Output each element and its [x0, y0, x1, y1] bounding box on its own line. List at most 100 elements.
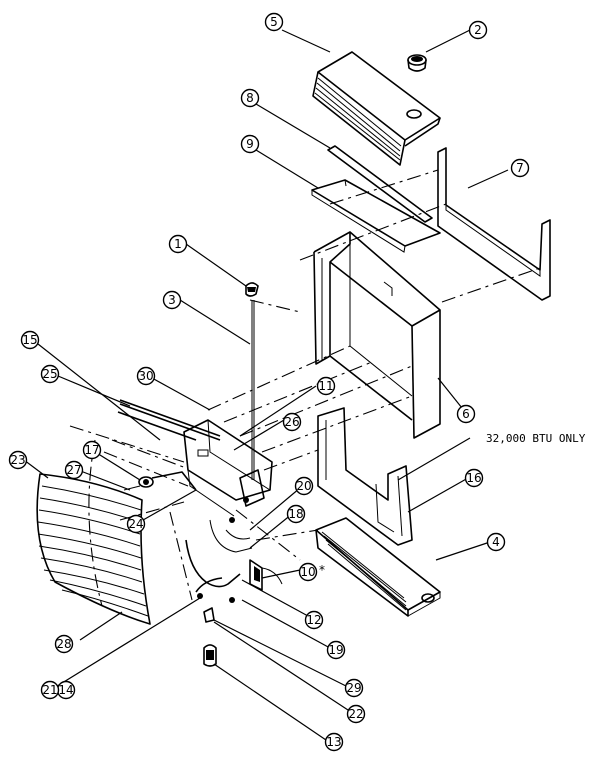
callout-circle: [136, 366, 156, 386]
part-26-control-bracket: [183, 419, 273, 517]
part-15-rod: [119, 399, 221, 441]
callout-circle: [264, 12, 284, 32]
callout-label: 19: [328, 643, 343, 657]
callout-label: 23: [10, 453, 25, 467]
callout-19: 19: [326, 640, 346, 660]
callout-label: 2: [474, 23, 482, 37]
callout-label: 3: [168, 293, 176, 307]
callout-circle: [126, 514, 146, 534]
callout-label: 8: [246, 91, 254, 105]
callout-circle: [346, 704, 366, 724]
callout-circle: [294, 476, 314, 496]
callout-label: 15: [22, 333, 37, 347]
callout-label: 22: [348, 707, 363, 721]
callout-circle: [64, 460, 84, 480]
callout-label: 25: [42, 367, 57, 381]
callout-label: 10: [300, 565, 315, 579]
callout-bubbles: 12345678910*1112131415161718192021222324…: [8, 12, 530, 752]
callout-label: 21: [42, 683, 57, 697]
callout-17: 17: [82, 440, 102, 460]
callout-7: 7: [510, 158, 530, 178]
callout-label: 5: [270, 15, 278, 29]
callout-label: 26: [284, 415, 299, 429]
callout-15: 15: [20, 330, 40, 350]
callout-label: 18: [288, 507, 303, 521]
callout-1: 1: [168, 234, 188, 254]
callout-label: 13: [326, 735, 341, 749]
callout-circle: [282, 412, 302, 432]
part-7-side-channel: [437, 147, 551, 301]
callout-label: 1: [174, 237, 182, 251]
part-1-clip: [245, 282, 259, 297]
callout-27: 27: [64, 460, 84, 480]
part-9-panel: [311, 179, 441, 253]
part-5-top-cover: [312, 51, 441, 166]
callout-circle: [324, 732, 344, 752]
callout-circle: [82, 440, 102, 460]
callout-3: 3: [162, 290, 182, 310]
callout-14: 14: [56, 680, 76, 700]
leader-lines: [23, 29, 509, 741]
callout-20: 20: [294, 476, 314, 496]
callout-label: 29: [346, 681, 361, 695]
callout-circle: [316, 376, 336, 396]
callout-circle: [168, 234, 188, 254]
callout-circle: [240, 134, 260, 154]
callout-28: 28: [54, 634, 74, 654]
callout-circle: [510, 158, 530, 178]
callout-suffix: *: [319, 563, 325, 577]
callout-11: 11: [316, 376, 336, 396]
wiring-harness: [185, 497, 283, 667]
callout-4: 4: [486, 532, 506, 552]
callout-circle: [486, 532, 506, 552]
callout-label: 12: [306, 613, 321, 627]
callout-10: 10 *: [298, 562, 325, 582]
callout-label: 4: [492, 535, 500, 549]
callout-29: 29: [344, 678, 364, 698]
callout-22: 22: [346, 704, 366, 724]
callout-circle: [326, 640, 346, 660]
callout-label: 16: [466, 471, 481, 485]
callout-label: 9: [246, 137, 254, 151]
callout-circle: [344, 678, 364, 698]
callout-label: 28: [56, 637, 71, 651]
callout-13: 13: [324, 732, 344, 752]
callout-circle: [162, 290, 182, 310]
part-2-knob: [407, 54, 427, 72]
callout-label: 27: [66, 463, 81, 477]
callout-16: 16: [464, 468, 484, 488]
callout-9: 9: [240, 134, 260, 154]
callout-26: 26: [282, 412, 302, 432]
callout-circle: [20, 330, 40, 350]
callout-24: 24: [126, 514, 146, 534]
callout-circle: [464, 468, 484, 488]
callout-30: 30: [136, 366, 156, 386]
callout-label: 17: [84, 443, 99, 457]
callout-5: 5: [264, 12, 284, 32]
callout-circle: [286, 504, 306, 524]
part-6-cabinet: [313, 231, 441, 439]
callout-label: 11: [318, 379, 333, 393]
callout-8: 8: [240, 88, 260, 108]
part-8-strip: [327, 145, 433, 223]
callout-2: 2: [468, 20, 488, 40]
callout-25: 25: [40, 364, 60, 384]
callout-circle: [298, 562, 318, 582]
callout-12: 12: [304, 610, 324, 630]
callout-label: 30: [138, 369, 153, 383]
callout-circle: [468, 20, 488, 40]
callout-6: 6: [456, 404, 476, 424]
callout-circle: [8, 450, 28, 470]
callout-circle: [456, 404, 476, 424]
callout-label: 7: [516, 161, 524, 175]
callout-circle: [54, 634, 74, 654]
callout-circle: [40, 680, 60, 700]
callout-21: 21: [40, 680, 60, 700]
part-4-front-grille: [315, 517, 441, 617]
part-16-bracket: [317, 407, 413, 546]
callout-circle: [240, 88, 260, 108]
assembly-lines: [69, 169, 541, 601]
callout-label: 14: [58, 683, 73, 697]
